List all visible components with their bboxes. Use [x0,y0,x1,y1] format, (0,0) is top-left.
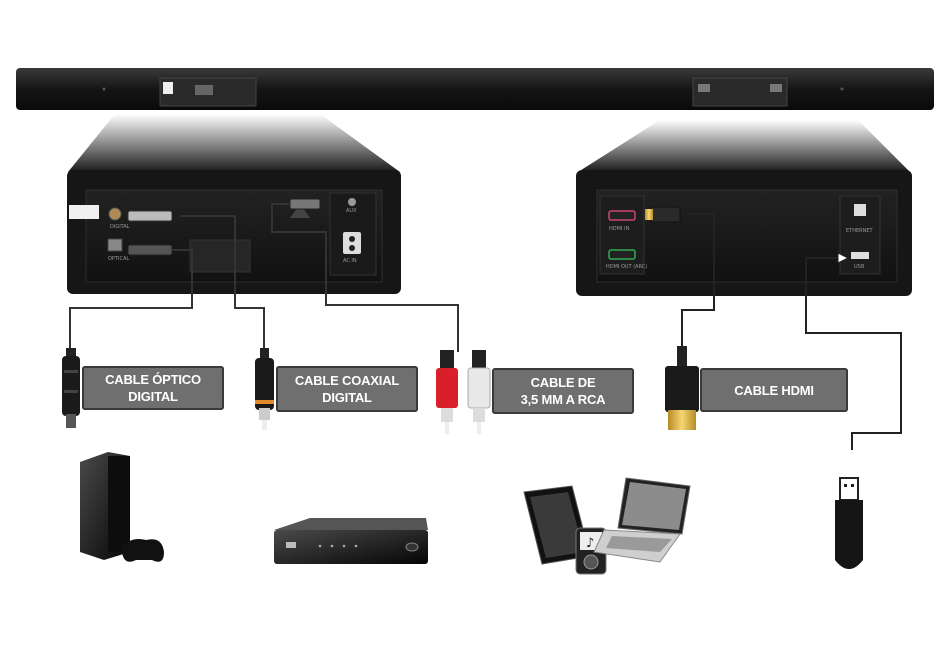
usb-stick-icon [835,478,863,569]
game-console-icon [80,452,164,562]
rca-plugs-icon [436,350,490,434]
port-optical-label: OPTICAL [108,256,129,262]
port-aux-label: AUX [346,208,357,214]
set-top-box-icon [274,518,428,564]
port-ethernet-label: ETHERNET [846,228,874,234]
port-usb-label: USB [854,264,865,270]
optical-plug-icon [62,348,80,428]
svg-text:♪: ♪ [586,536,594,551]
label-hdmi-cable: CABLE HDMI [700,368,848,412]
port-ac-in-label: AC IN [343,258,357,264]
soundbar [16,68,934,110]
coaxial-plug-icon [255,348,274,430]
zoom-right-panel: HDMI IN HDMI OUT (ARC) ETHERNET USB [576,120,912,296]
port-digital-label: DIGITAL [110,224,130,230]
port-hdmi-in-label: HDMI IN [609,226,629,232]
hdmi-plug-icon [665,346,699,430]
port-hdmi-out-label: HDMI OUT (ARC) [606,264,647,270]
laptop-icon [594,478,690,562]
